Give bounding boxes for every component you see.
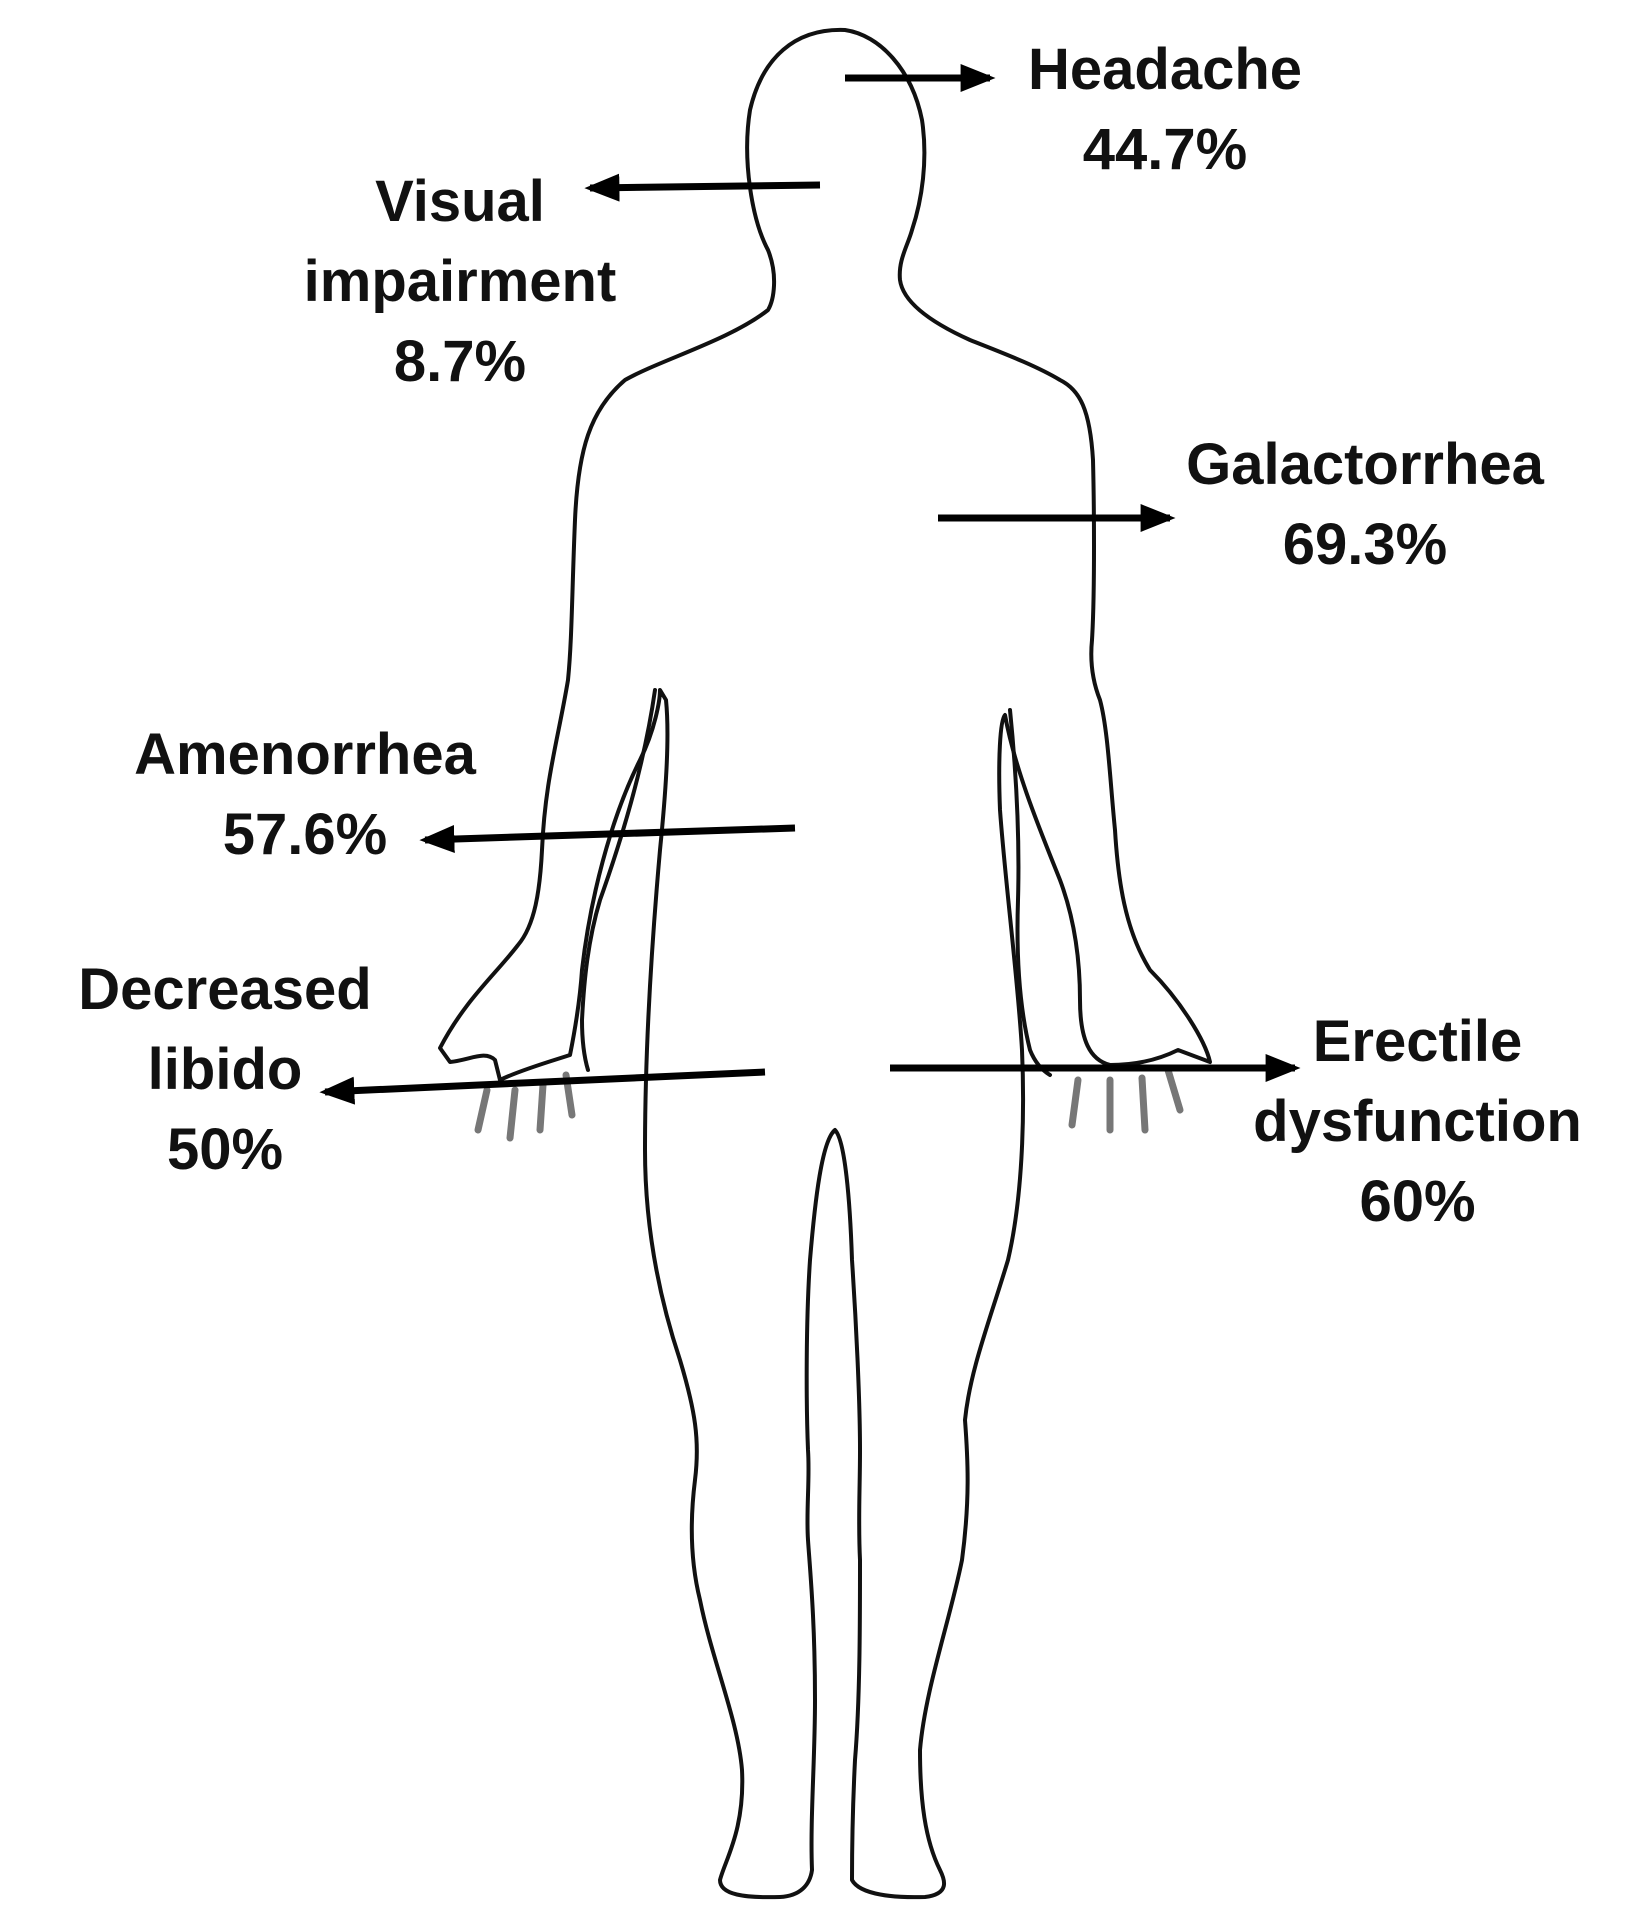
visual-name-line1: Visual bbox=[260, 162, 660, 242]
galactorrhea-name: Galactorrhea bbox=[1135, 425, 1595, 505]
decreased-libido-label: Decreased libido 50% bbox=[35, 950, 415, 1190]
erectile-name-line2: dysfunction bbox=[1215, 1082, 1620, 1162]
libido-name-line1: Decreased bbox=[35, 950, 415, 1030]
headache-percent: 44.7% bbox=[985, 110, 1345, 190]
galactorrhea-percent: 69.3% bbox=[1135, 505, 1595, 585]
visual-percent: 8.7% bbox=[260, 322, 660, 402]
libido-name-line2: libido bbox=[35, 1030, 415, 1110]
galactorrhea-label: Galactorrhea 69.3% bbox=[1135, 425, 1595, 585]
headache-label: Headache 44.7% bbox=[985, 30, 1345, 190]
headache-name: Headache bbox=[985, 30, 1345, 110]
left-inner-arm bbox=[582, 690, 655, 1070]
erectile-name-line1: Erectile bbox=[1215, 1002, 1620, 1082]
amenorrhea-percent: 57.6% bbox=[90, 795, 520, 875]
amenorrhea-name: Amenorrhea bbox=[90, 715, 520, 795]
visual-name-line2: impairment bbox=[260, 242, 660, 322]
erectile-dysfunction-label: Erectile dysfunction 60% bbox=[1215, 1002, 1620, 1242]
libido-percent: 50% bbox=[35, 1110, 415, 1190]
visual-impairment-label: Visual impairment 8.7% bbox=[260, 162, 660, 402]
right-inner-arm bbox=[1010, 710, 1050, 1075]
erectile-percent: 60% bbox=[1215, 1162, 1620, 1242]
amenorrhea-label: Amenorrhea 57.6% bbox=[90, 715, 520, 875]
